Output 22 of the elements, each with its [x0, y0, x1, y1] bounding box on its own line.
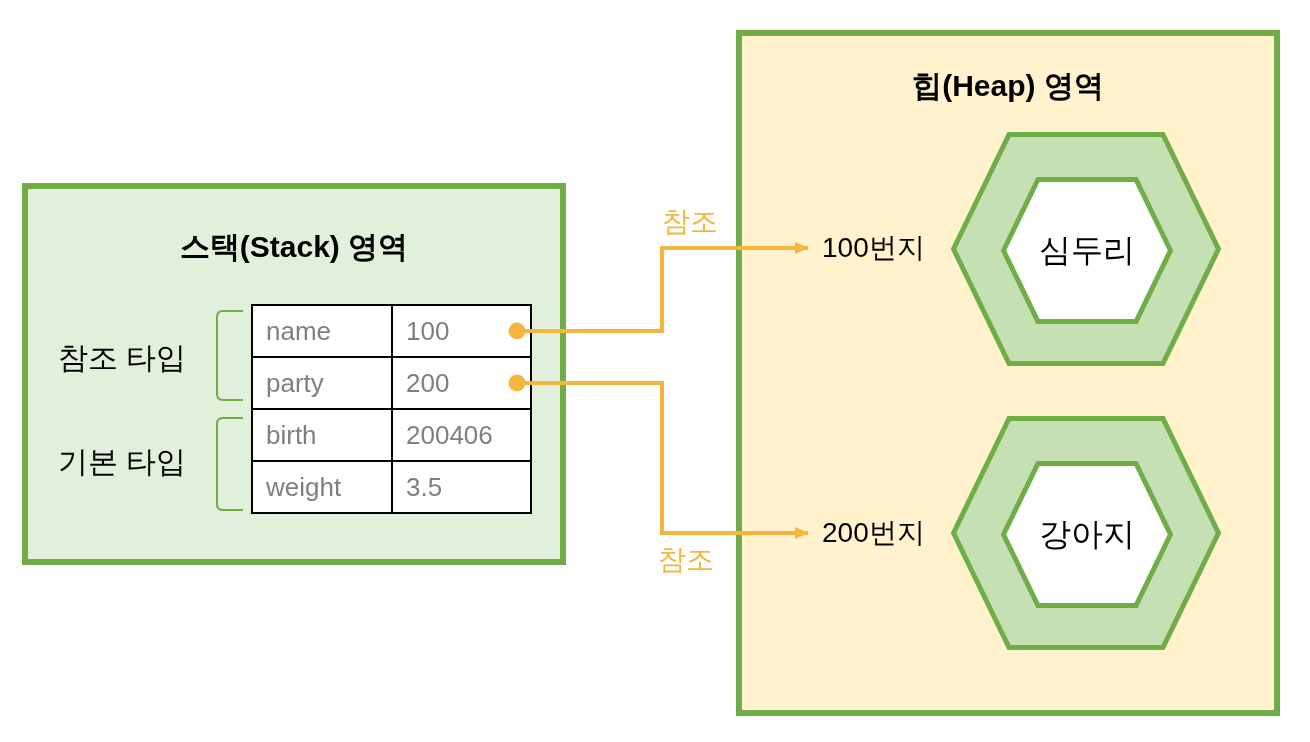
type-label: 참조 타입	[57, 339, 187, 376]
table-cell: 100	[391, 304, 532, 358]
reference-arrow	[508, 242, 809, 340]
table-cell: 200406	[391, 408, 532, 462]
memory-area-box	[736, 30, 1280, 716]
area-title: 힙(Heap) 영역	[911, 68, 1105, 104]
address-text: 100번지	[808, 228, 940, 268]
hexagon-frame	[951, 416, 1221, 650]
reference-arrow	[508, 374, 809, 539]
table-cell: party	[251, 356, 393, 410]
object-hexagon: 심두리	[1001, 177, 1173, 324]
table-cell: 3.5	[391, 460, 532, 514]
hexagon-frame	[951, 132, 1221, 366]
object-hexagon: 강아지	[1001, 461, 1173, 608]
table-cell: weight	[251, 460, 393, 514]
table-cell: birth	[251, 408, 393, 462]
table-cell: 200	[391, 356, 532, 410]
address-text: 200번지	[808, 513, 940, 553]
memory-area-box	[22, 183, 566, 565]
area-title: 스택(Stack) 영역	[178, 229, 410, 265]
type-label: 기본 타입	[57, 443, 187, 480]
table-cell: name	[251, 304, 393, 358]
